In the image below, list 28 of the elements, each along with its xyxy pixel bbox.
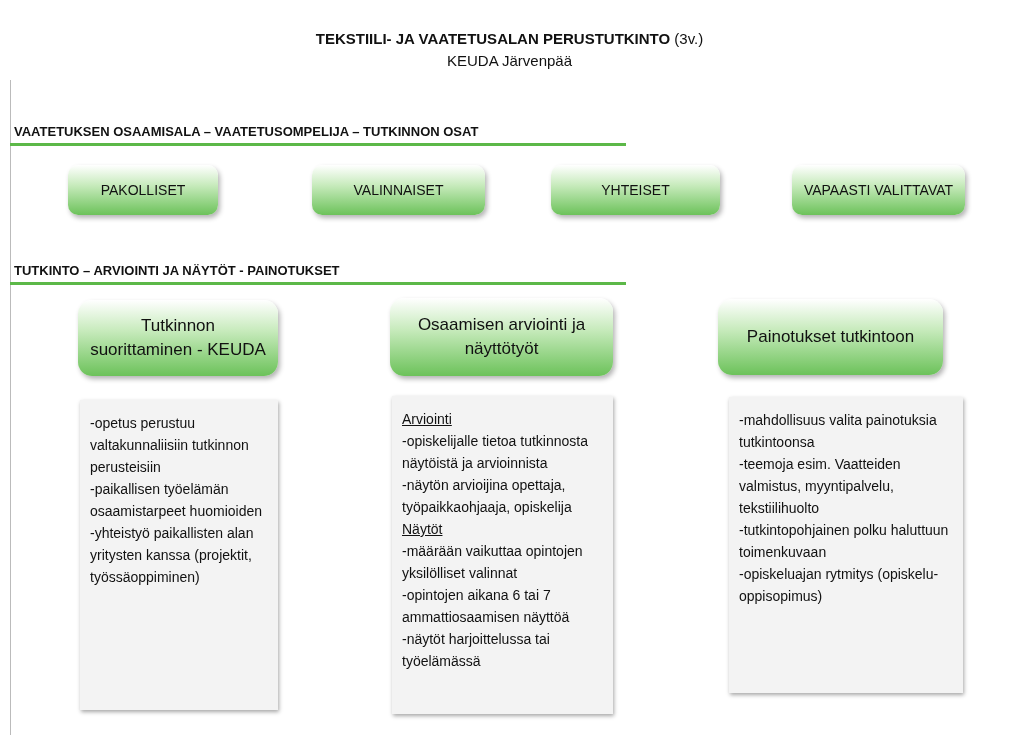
bullet-text: -opetus perustuu valtakunnaliisiin tutkinnon perusteisiin bbox=[90, 414, 250, 477]
subheading: Arviointi bbox=[402, 410, 453, 429]
bullet-text: -opintojen aikana 6 tai 7 ammattiosaamisen näyttöä bbox=[402, 586, 571, 627]
category-box: PAKOLLISET bbox=[68, 165, 218, 215]
section-heading: VAATETUKSEN OSAAMISALA – VAATETUSOMPELIJA – TUTKINNON OSAT bbox=[14, 124, 479, 139]
subtitle: KEUDA Järvenpää bbox=[445, 52, 574, 69]
text-card bbox=[80, 400, 278, 710]
text-card bbox=[729, 397, 963, 693]
bullet-text: -mahdollisuus valita painotuksia tutkintoonsa bbox=[739, 411, 938, 452]
category-box: YHTEISET bbox=[551, 165, 720, 215]
bullet-text: -näytön arvioijina opettaja, työpaikkaohjaaja, opiskelija bbox=[402, 476, 573, 517]
bullet-text: -paikallisen työelämän osaamistarpeet huomioiden bbox=[90, 480, 263, 521]
bullet-text: -teemoja esim. Vaatteiden valmistus, myyntipalvelu, tekstiilihuolto bbox=[739, 455, 902, 518]
section-heading: TUTKINTO – ARVIOINTI JA NÄYTÖT - PAINOTUKSET bbox=[14, 263, 340, 278]
bullet-text: -yhteistyö paikallisten alan yritysten kanssa (projektit, työssäoppiminen) bbox=[90, 524, 255, 587]
bullet-text: -määrään vaikuttaa opintojen yksilölliset valinnat bbox=[402, 542, 584, 583]
category-box: Painotukset tutkintoon bbox=[718, 299, 943, 375]
category-box: Tutkinnon suorittaminen - KEUDA bbox=[78, 300, 278, 376]
bullet-text: -opiskelijalle tietoa tutkinnosta näytöistä ja arvioinnista bbox=[402, 432, 589, 473]
bullet-text: -näytöt harjoittelussa tai työelämässä bbox=[402, 630, 551, 671]
text-card bbox=[392, 396, 613, 714]
category-box: Osaamisen arviointi ja näyttötyöt bbox=[390, 298, 613, 376]
bullet-text: -opiskeluajan rytmitys (opiskelu-oppisopimus) bbox=[739, 565, 940, 606]
bullet-text: -tutkintopohjainen polku haluttuun toimenkuvaan bbox=[739, 521, 950, 562]
category-box: VALINNAISET bbox=[312, 165, 485, 215]
subheading: Näytöt bbox=[402, 520, 444, 539]
title: TEKSTIILI- JA VAATETUSALAN PERUSTUTKINTO (3v.) bbox=[314, 30, 705, 47]
category-box: VAPAASTI VALITTAVAT bbox=[792, 165, 965, 215]
